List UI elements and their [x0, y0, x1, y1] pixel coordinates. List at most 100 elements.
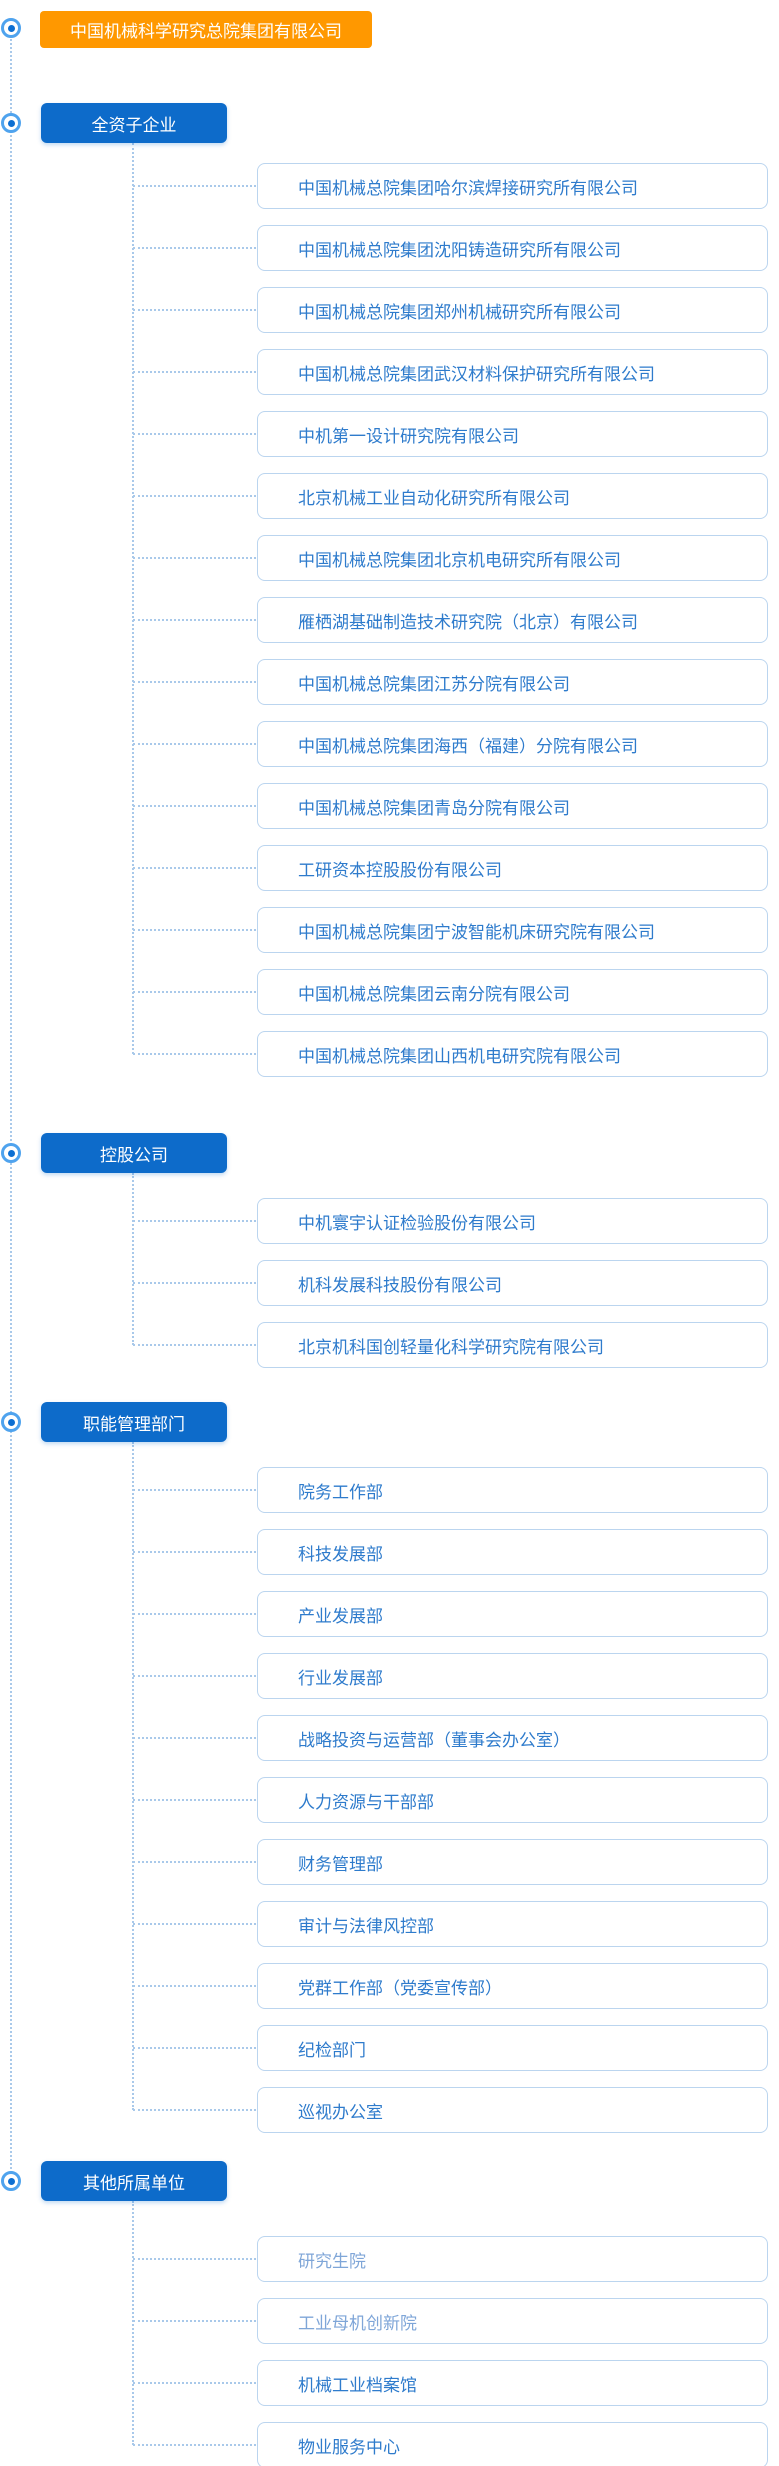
connector-branch-line: [133, 1923, 256, 1925]
org-node-link[interactable]: 中国机械总院集团青岛分院有限公司: [257, 783, 768, 829]
radio-dot-icon: [7, 24, 15, 32]
connector-branch-line: [133, 743, 256, 745]
org-node-row: 北京机械工业自动化研究所有限公司: [133, 473, 768, 519]
org-node-link[interactable]: 中国机械总院集团沈阳铸造研究所有限公司: [257, 225, 768, 271]
connector-branch-line: [133, 1799, 256, 1801]
section-items: 院务工作部科技发展部产业发展部行业发展部战略投资与运营部（董事会办公室） 人力资源…: [133, 1467, 768, 2149]
connector-branch-line: [133, 557, 256, 559]
org-node-link[interactable]: 中国机械总院集团北京机电研究所有限公司: [257, 535, 768, 581]
org-node-link[interactable]: 中国机械总院集团哈尔滨焊接研究所有限公司: [257, 163, 768, 209]
org-node-link[interactable]: 审计与法律风控部: [257, 1901, 768, 1947]
org-node-link[interactable]: 巡视办公室: [257, 2087, 768, 2133]
org-node-link[interactable]: 产业发展部: [257, 1591, 768, 1637]
connector-vertical-line: [132, 1173, 134, 1345]
org-node-link[interactable]: 北京机械工业自动化研究所有限公司: [257, 473, 768, 519]
org-node-row: 审计与法律风控部: [133, 1901, 768, 1947]
org-node-link[interactable]: 工研资本控股股份有限公司: [257, 845, 768, 891]
connector-branch-line: [133, 2444, 256, 2446]
section-items: 中国机械总院集团哈尔滨焊接研究所有限公司中国机械总院集团沈阳铸造研究所有限公司中…: [133, 163, 768, 1093]
org-node-row: 中国机械总院集团武汉材料保护研究所有限公司: [133, 349, 768, 395]
connector-vertical-line: [132, 2201, 134, 2445]
org-node-link[interactable]: 财务管理部: [257, 1839, 768, 1885]
org-node-row: 中国机械总院集团海西（福建）分院有限公司: [133, 721, 768, 767]
org-node-link[interactable]: 中国机械总院集团山西机电研究院有限公司: [257, 1031, 768, 1077]
org-node-link[interactable]: 中国机械总院集团云南分院有限公司: [257, 969, 768, 1015]
org-node-link[interactable]: 研究生院: [257, 2236, 768, 2282]
org-node-row: 机械工业档案馆: [133, 2360, 768, 2406]
org-node-row: 中国机械总院集团江苏分院有限公司: [133, 659, 768, 705]
radio-dot-icon: [7, 1149, 15, 1157]
connector-branch-line: [133, 1489, 256, 1491]
radio-bullet-icon: [1, 2171, 21, 2191]
section-header[interactable]: 职能管理部门: [41, 1402, 227, 1442]
connector-branch-line: [133, 929, 256, 931]
radio-dot-icon: [7, 2177, 15, 2185]
radio-bullet-icon: [1, 1412, 21, 1432]
radio-bullet-icon: [1, 1143, 21, 1163]
section-items: 中机寰宇认证检验股份有限公司机科发展科技股份有限公司北京机科国创轻量化科学研究院…: [133, 1198, 768, 1384]
connector-branch-line: [133, 1053, 256, 1055]
connector-branch-line: [133, 247, 256, 249]
org-node-row: 人力资源与干部部: [133, 1777, 768, 1823]
connector-branch-line: [133, 2320, 256, 2322]
org-node-row: 中国机械总院集团青岛分院有限公司: [133, 783, 768, 829]
org-node-link[interactable]: 党群工作部（党委宣传部）: [257, 1963, 768, 2009]
org-node-link[interactable]: 中国机械总院集团江苏分院有限公司: [257, 659, 768, 705]
org-node-row: 纪检部门: [133, 2025, 768, 2071]
org-node-link[interactable]: 院务工作部: [257, 1467, 768, 1513]
org-node-link[interactable]: 纪检部门: [257, 2025, 768, 2071]
root-node[interactable]: 中国机械科学研究总院集团有限公司: [40, 11, 372, 48]
connector-vertical-line: [132, 1442, 134, 2110]
connector-branch-line: [133, 1344, 256, 1346]
section-items: 研究生院工业母机创新院机械工业档案馆物业服务中心: [133, 2236, 768, 2466]
org-node-link[interactable]: 机械工业档案馆: [257, 2360, 768, 2406]
connector-branch-line: [133, 1613, 256, 1615]
org-node-row: 中国机械总院集团北京机电研究所有限公司: [133, 535, 768, 581]
radio-dot-icon: [7, 1418, 15, 1426]
org-node-row: 雁栖湖基础制造技术研究院（北京）有限公司: [133, 597, 768, 643]
connector-branch-line: [133, 309, 256, 311]
org-node-row: 党群工作部（党委宣传部）: [133, 1963, 768, 2009]
org-node-link[interactable]: 工业母机创新院: [257, 2298, 768, 2344]
org-node-row: 巡视办公室: [133, 2087, 768, 2133]
org-node-link[interactable]: 北京机科国创轻量化科学研究院有限公司: [257, 1322, 768, 1368]
connector-branch-line: [133, 619, 256, 621]
org-node-link[interactable]: 中国机械总院集团海西（福建）分院有限公司: [257, 721, 768, 767]
connector-branch-line: [133, 805, 256, 807]
connector-branch-line: [133, 1675, 256, 1677]
org-node-row: 战略投资与运营部（董事会办公室）: [133, 1715, 768, 1761]
org-node-row: 机科发展科技股份有限公司: [133, 1260, 768, 1306]
org-node-link[interactable]: 人力资源与干部部: [257, 1777, 768, 1823]
org-node-row: 科技发展部: [133, 1529, 768, 1575]
org-node-link[interactable]: 中机寰宇认证检验股份有限公司: [257, 1198, 768, 1244]
org-node-link[interactable]: 科技发展部: [257, 1529, 768, 1575]
connector-branch-line: [133, 1282, 256, 1284]
org-node-row: 工业母机创新院: [133, 2298, 768, 2344]
section-header[interactable]: 全资子企业: [41, 103, 227, 143]
org-node-link[interactable]: 中国机械总院集团武汉材料保护研究所有限公司: [257, 349, 768, 395]
org-node-row: 物业服务中心: [133, 2422, 768, 2466]
org-node-link[interactable]: 机科发展科技股份有限公司: [257, 1260, 768, 1306]
section-header[interactable]: 其他所属单位: [41, 2161, 227, 2201]
org-node-link[interactable]: 中国机械总院集团郑州机械研究所有限公司: [257, 287, 768, 333]
connector-branch-line: [133, 2109, 256, 2111]
org-node-row: 研究生院: [133, 2236, 768, 2282]
connector-branch-line: [133, 371, 256, 373]
org-node-link[interactable]: 中机第一设计研究院有限公司: [257, 411, 768, 457]
org-node-link[interactable]: 物业服务中心: [257, 2422, 768, 2466]
radio-dot-icon: [7, 119, 15, 127]
connector-branch-line: [133, 1737, 256, 1739]
org-node-link[interactable]: 战略投资与运营部（董事会办公室）: [257, 1715, 768, 1761]
connector-branch-line: [133, 1861, 256, 1863]
connector-branch-line: [133, 2382, 256, 2384]
connector-branch-line: [133, 867, 256, 869]
section-header[interactable]: 控股公司: [41, 1133, 227, 1173]
org-node-row: 中国机械总院集团山西机电研究院有限公司: [133, 1031, 768, 1077]
org-node-row: 产业发展部: [133, 1591, 768, 1637]
connector-branch-line: [133, 2047, 256, 2049]
org-node-link[interactable]: 中国机械总院集团宁波智能机床研究院有限公司: [257, 907, 768, 953]
org-node-row: 中机第一设计研究院有限公司: [133, 411, 768, 457]
org-node-link[interactable]: 雁栖湖基础制造技术研究院（北京）有限公司: [257, 597, 768, 643]
org-node-link[interactable]: 行业发展部: [257, 1653, 768, 1699]
